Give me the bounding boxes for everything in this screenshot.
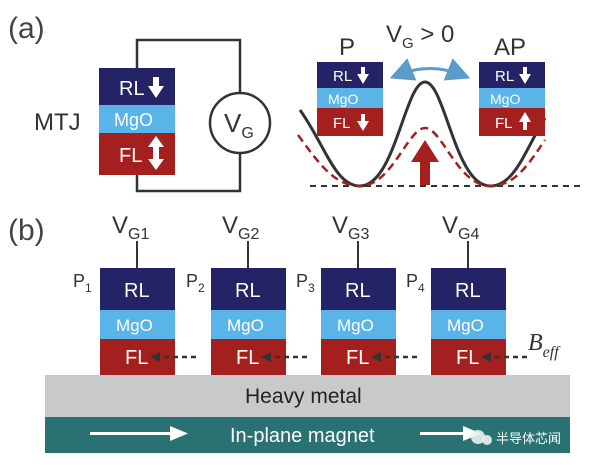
fl-label: FL	[346, 347, 369, 369]
gate-3-label: VG3	[332, 212, 369, 243]
p-2-label: P2	[186, 271, 205, 295]
mgo-label: MgO	[447, 316, 484, 335]
ap-mgo-label: MgO	[490, 91, 520, 107]
fl-label: FL	[119, 145, 142, 167]
arrow-left-icon	[150, 352, 160, 362]
arrow-left-icon	[371, 352, 381, 362]
fl-label: FL	[236, 347, 259, 369]
p-3-label: P3	[296, 271, 315, 295]
p-rl-label: RL	[333, 68, 352, 85]
mgo-layer	[211, 310, 286, 339]
watermark: 半导体芯闻	[471, 430, 561, 447]
mgo-label: MgO	[116, 316, 153, 335]
rl-label: RL	[455, 280, 481, 302]
gate-2-label: VG2	[222, 212, 259, 243]
panel-b-label: (b)	[8, 214, 45, 247]
rl-layer	[211, 268, 286, 310]
watermark-text: 半导体芯闻	[496, 432, 561, 447]
stack-parallel: RL MgO FL	[317, 62, 383, 136]
arrow-down-icon	[357, 67, 369, 84]
stack-antiparallel: RL MgO FL	[479, 62, 545, 136]
circuit-wires	[135, 38, 242, 193]
energy-landscape: VG > 0 P AP	[296, 21, 582, 188]
p-mgo-label: MgO	[328, 91, 358, 107]
fl-layer	[100, 339, 175, 375]
mtj-label: MTJ	[34, 109, 81, 136]
device-1: VG1 P1 RL MgO FL	[73, 212, 196, 375]
state-ap-label: AP	[494, 34, 526, 61]
panel-a-label: (a)	[8, 12, 45, 45]
arrow-down-icon	[519, 67, 531, 84]
gate-4-label: VG4	[442, 212, 479, 243]
mgo-layer	[431, 310, 506, 339]
heavy-metal-layer	[45, 375, 570, 417]
magnet-arrow-left-icon	[90, 426, 188, 441]
fl-layer	[211, 339, 286, 375]
rl-label: RL	[119, 78, 145, 100]
fl-label: FL	[456, 347, 479, 369]
mgo-label: MgO	[114, 110, 153, 130]
mgo-layer	[321, 310, 396, 339]
arrow-left-icon	[261, 352, 271, 362]
rl-label: RL	[124, 280, 150, 302]
fl-layer	[321, 339, 396, 375]
mgo-layer	[99, 105, 175, 133]
rl-layer	[100, 268, 175, 310]
voltage-source-v: V	[224, 108, 242, 138]
energy-curve-dashed	[296, 126, 547, 188]
arrow-down-icon	[357, 114, 369, 131]
rl-label: RL	[235, 280, 261, 302]
p-1-label: P1	[73, 271, 92, 295]
beff-label: Beff	[528, 330, 561, 361]
mgo-label: MgO	[337, 316, 374, 335]
rl-layer	[431, 268, 506, 310]
state-p-label: P	[339, 34, 355, 61]
mtj-stack: RL MgO FL	[99, 68, 175, 175]
arrow-up-down-icon	[148, 136, 164, 170]
in-plane-magnet-label: In-plane magnet	[230, 425, 375, 447]
arrow-left-icon	[481, 352, 491, 362]
condition-label: VG > 0	[386, 21, 454, 52]
energy-curve-solid	[298, 80, 547, 188]
voltage-source: VG	[208, 91, 272, 155]
fl-layer	[431, 339, 506, 375]
p-4-label: P4	[406, 271, 425, 295]
device-3: VG3 P3 RL MgO FL	[296, 212, 417, 375]
mgo-layer	[100, 310, 175, 339]
barrier-up-arrow-icon	[411, 140, 439, 185]
ap-fl-label: FL	[495, 115, 513, 132]
device-2: VG2 P2 RL MgO FL	[186, 212, 307, 375]
gate-1-label: VG1	[112, 212, 149, 243]
rl-label: RL	[345, 280, 371, 302]
p-fl-label: FL	[333, 115, 351, 132]
arrow-down-icon	[148, 77, 164, 98]
wechat-icon	[471, 430, 485, 444]
heavy-metal-label: Heavy metal	[245, 385, 362, 408]
device-4: VG4 P4 RL MgO FL	[406, 212, 527, 375]
rl-layer	[321, 268, 396, 310]
ap-rl-label: RL	[495, 68, 514, 85]
fl-label: FL	[125, 347, 148, 369]
voltage-source-sub: G	[241, 125, 253, 142]
arrow-up-icon	[519, 112, 531, 130]
switching-arrow-icon	[389, 58, 471, 81]
fl-layer	[99, 133, 175, 175]
svg-text:VG: VG	[224, 108, 254, 142]
mgo-label: MgO	[227, 316, 264, 335]
